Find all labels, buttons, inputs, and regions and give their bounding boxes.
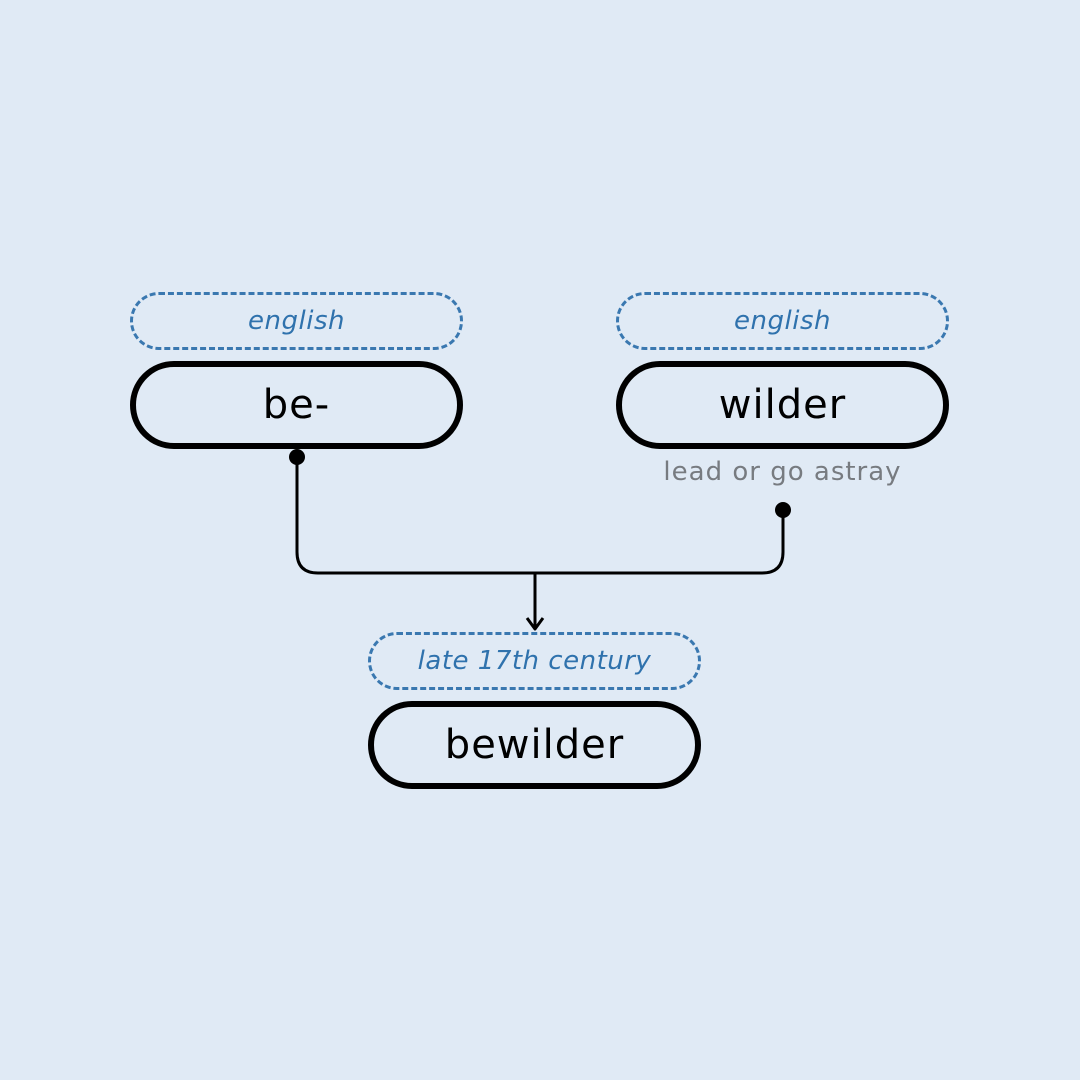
connector-wilder (535, 510, 785, 575)
origin-tag-wilder: english (616, 292, 949, 350)
origin-tag-result: late 17th century (368, 632, 701, 690)
word-box-result: bewilder (368, 701, 701, 789)
connector-be (295, 457, 535, 575)
connector-dot-wilder (775, 502, 791, 518)
meaning-wilder: lead or go astray (663, 457, 902, 487)
connector-dot-be (289, 449, 305, 465)
origin-tag-be: english (130, 292, 463, 350)
arrow-head-icon (525, 617, 545, 631)
word-box-be: be- (130, 361, 463, 449)
word-box-wilder: wilder (616, 361, 949, 449)
